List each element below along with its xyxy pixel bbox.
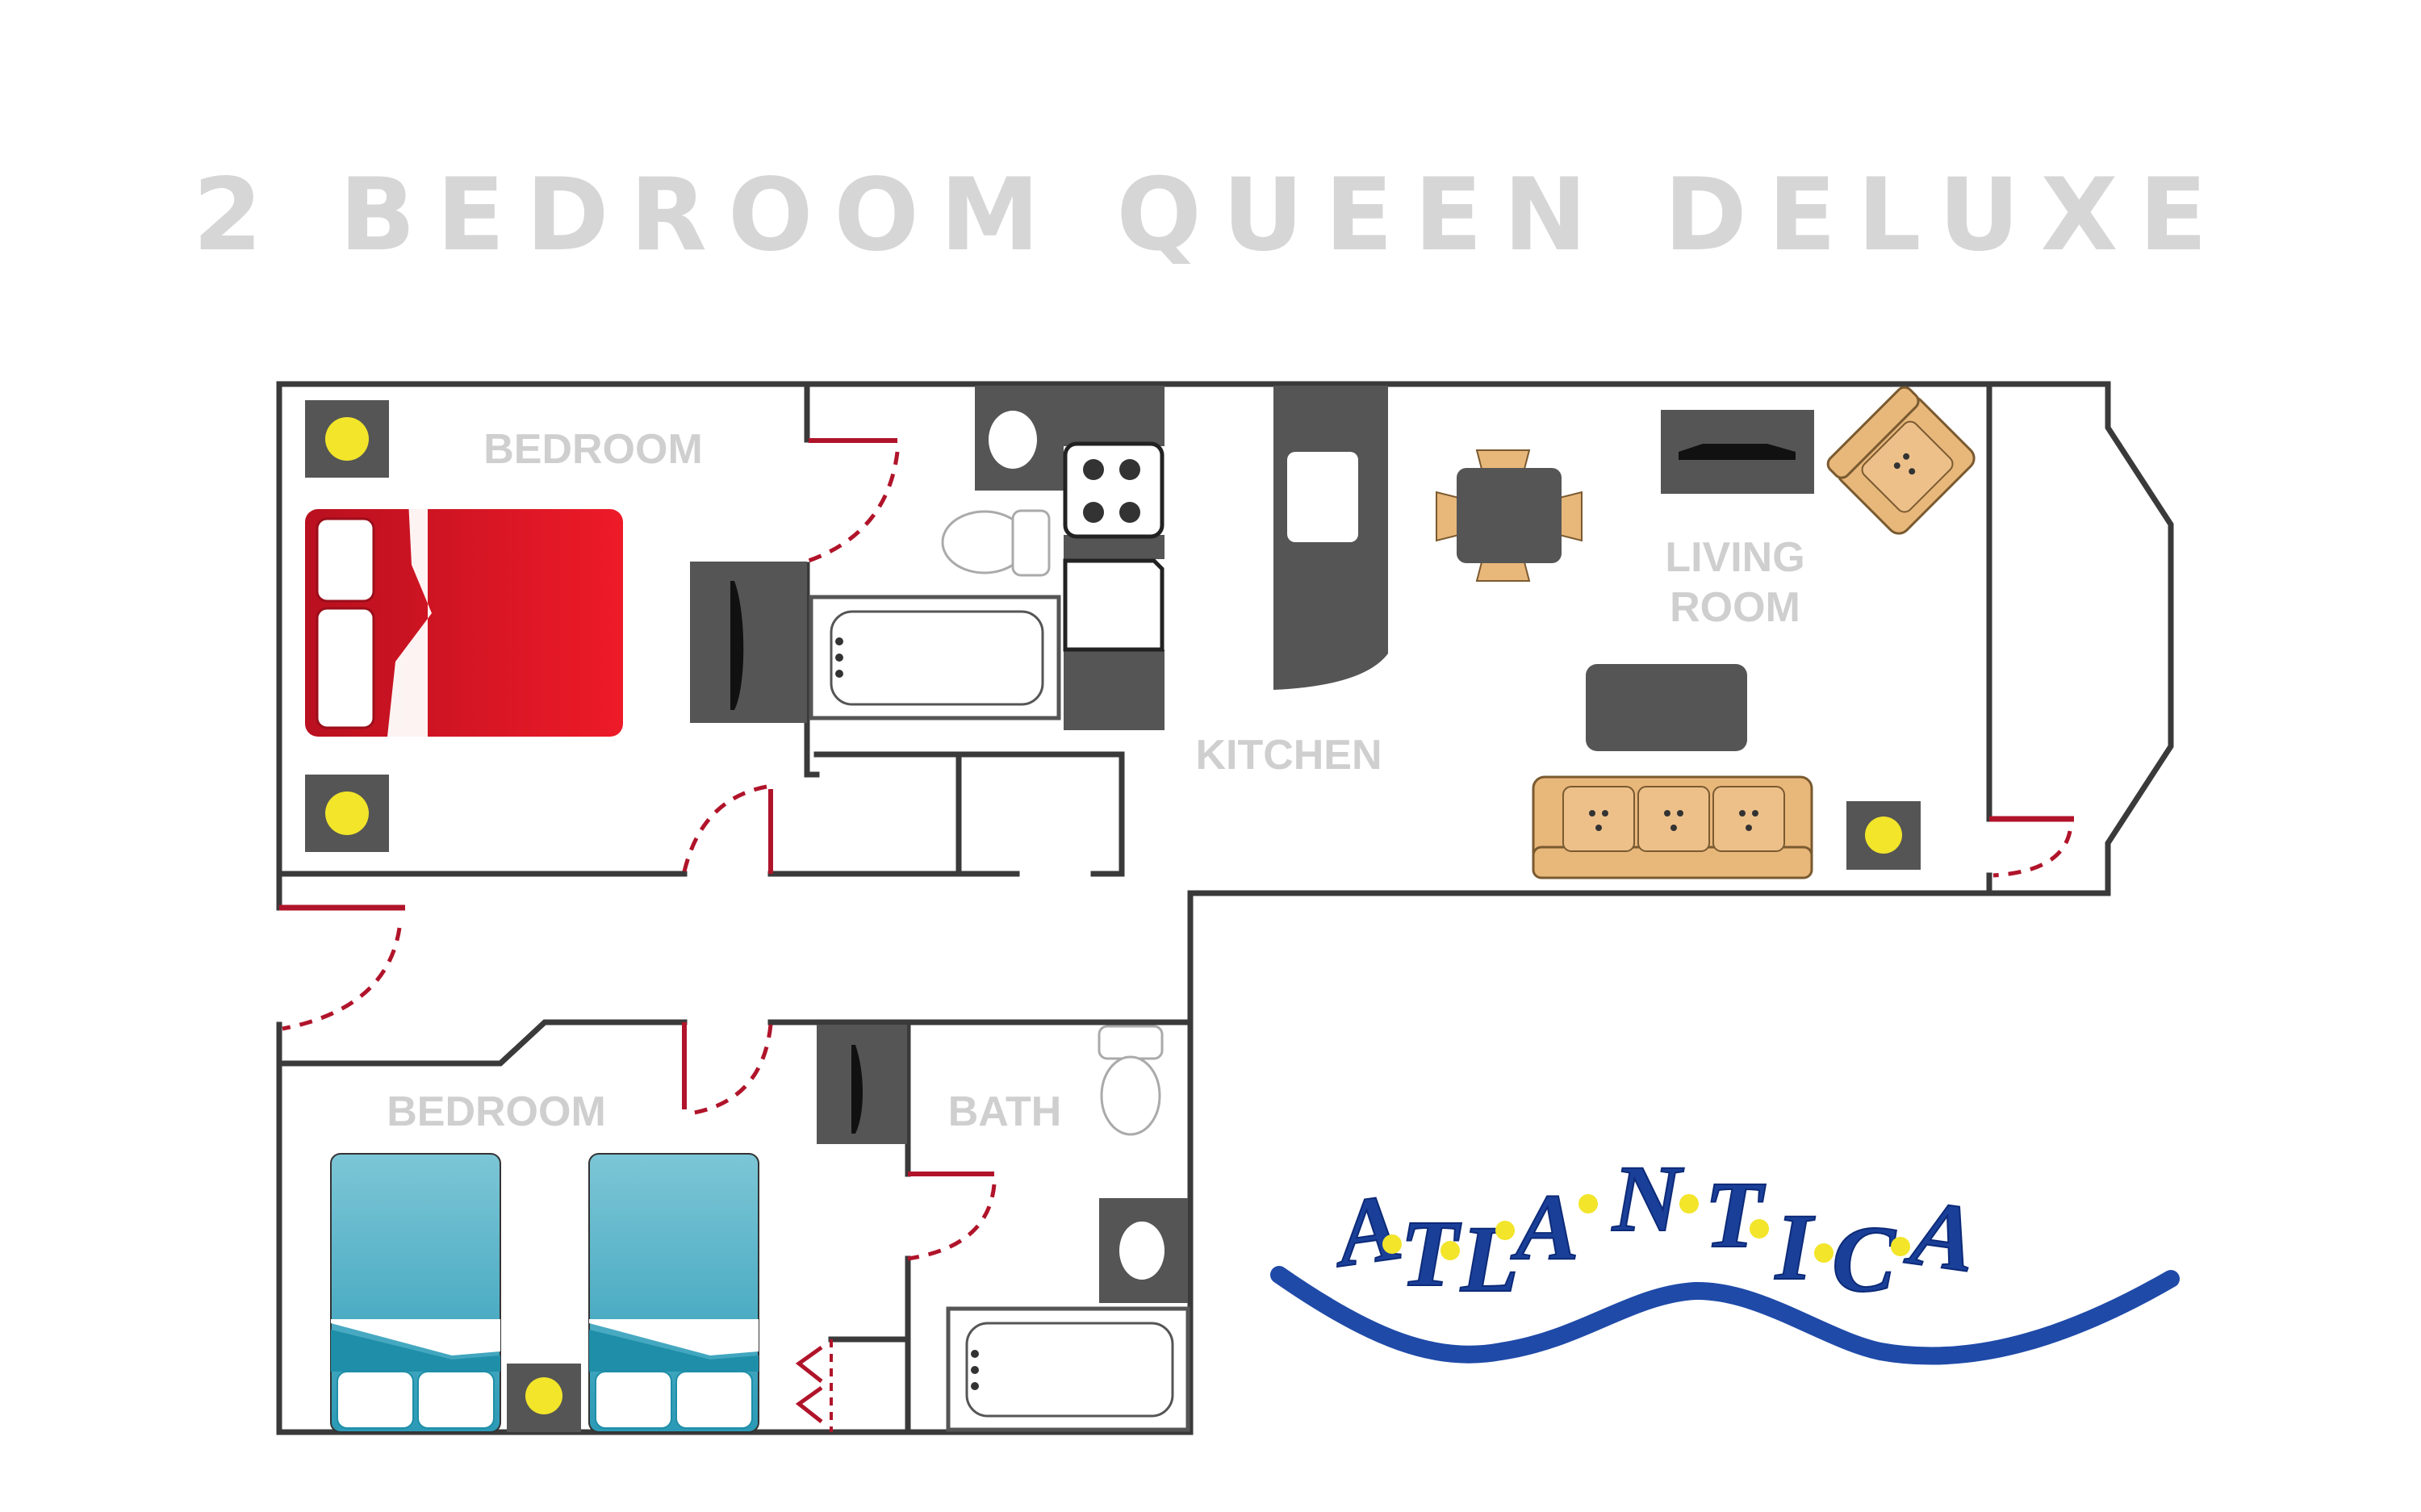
logo-letter: A [1510,1174,1579,1280]
logo-letter: N [1611,1146,1684,1251]
armchair-icon [1826,386,1976,535]
living-room: LIVING ROOM [1436,386,1976,879]
lamp-icon [1865,817,1902,854]
dining-table-icon [1436,449,1583,582]
atlantica-logo: A T L A N T I C A [1270,1145,2180,1365]
tv-icon [851,1045,863,1134]
stove-icon [1063,441,1165,539]
tv-icon [1679,444,1796,460]
logo-letter: I [1774,1194,1816,1300]
room-label-master-bedroom: BEDROOM [483,426,703,473]
twin-bed-icon [588,1153,759,1433]
room-label-kitchen: KITCHEN [1195,732,1382,779]
logo-letter: T [1704,1162,1766,1268]
kitchen: KITCHEN [1063,386,1388,779]
tv-icon [730,581,744,710]
floor-plan-title: 2 BEDROOM QUEEN DELUXE [192,157,2229,274]
toilet-icon [1098,1025,1164,1136]
sink-icon [989,411,1037,469]
doors [279,438,2074,1432]
second-bedroom: BEDROOM [330,1025,907,1433]
kitchen-sink-icon [1287,452,1358,542]
bathtub-icon [809,595,1061,720]
logo-letter: A [1900,1178,1983,1293]
lamp-icon [325,792,369,835]
lamp-icon [525,1377,562,1414]
second-bath: BATH [946,1025,1190,1432]
toilet-icon [941,509,1051,577]
sofa-icon [1532,775,1813,879]
lamp-icon [325,417,369,461]
room-label-room: ROOM [1670,584,1800,631]
twin-bed-icon [330,1153,501,1433]
walls [276,381,2174,1435]
room-label-living: LIVING [1665,534,1804,581]
queen-bed-icon [305,484,623,737]
tv-stand [690,562,807,723]
room-label-bath: BATH [948,1088,1062,1135]
room-label-second-bedroom: BEDROOM [387,1088,606,1135]
bathtub-icon [946,1306,1190,1432]
logo-letter: C [1832,1206,1896,1312]
logo-dots [1382,1194,1910,1263]
coffee-table [1586,664,1747,751]
master-bedroom: BEDROOM [305,400,807,852]
sink-icon [1119,1222,1165,1280]
logo-letter: A [1325,1173,1408,1288]
master-bath [809,386,1064,720]
logo-letter: T [1400,1201,1461,1306]
logo-letter: L [1460,1206,1519,1312]
refrigerator-icon [1063,558,1165,652]
